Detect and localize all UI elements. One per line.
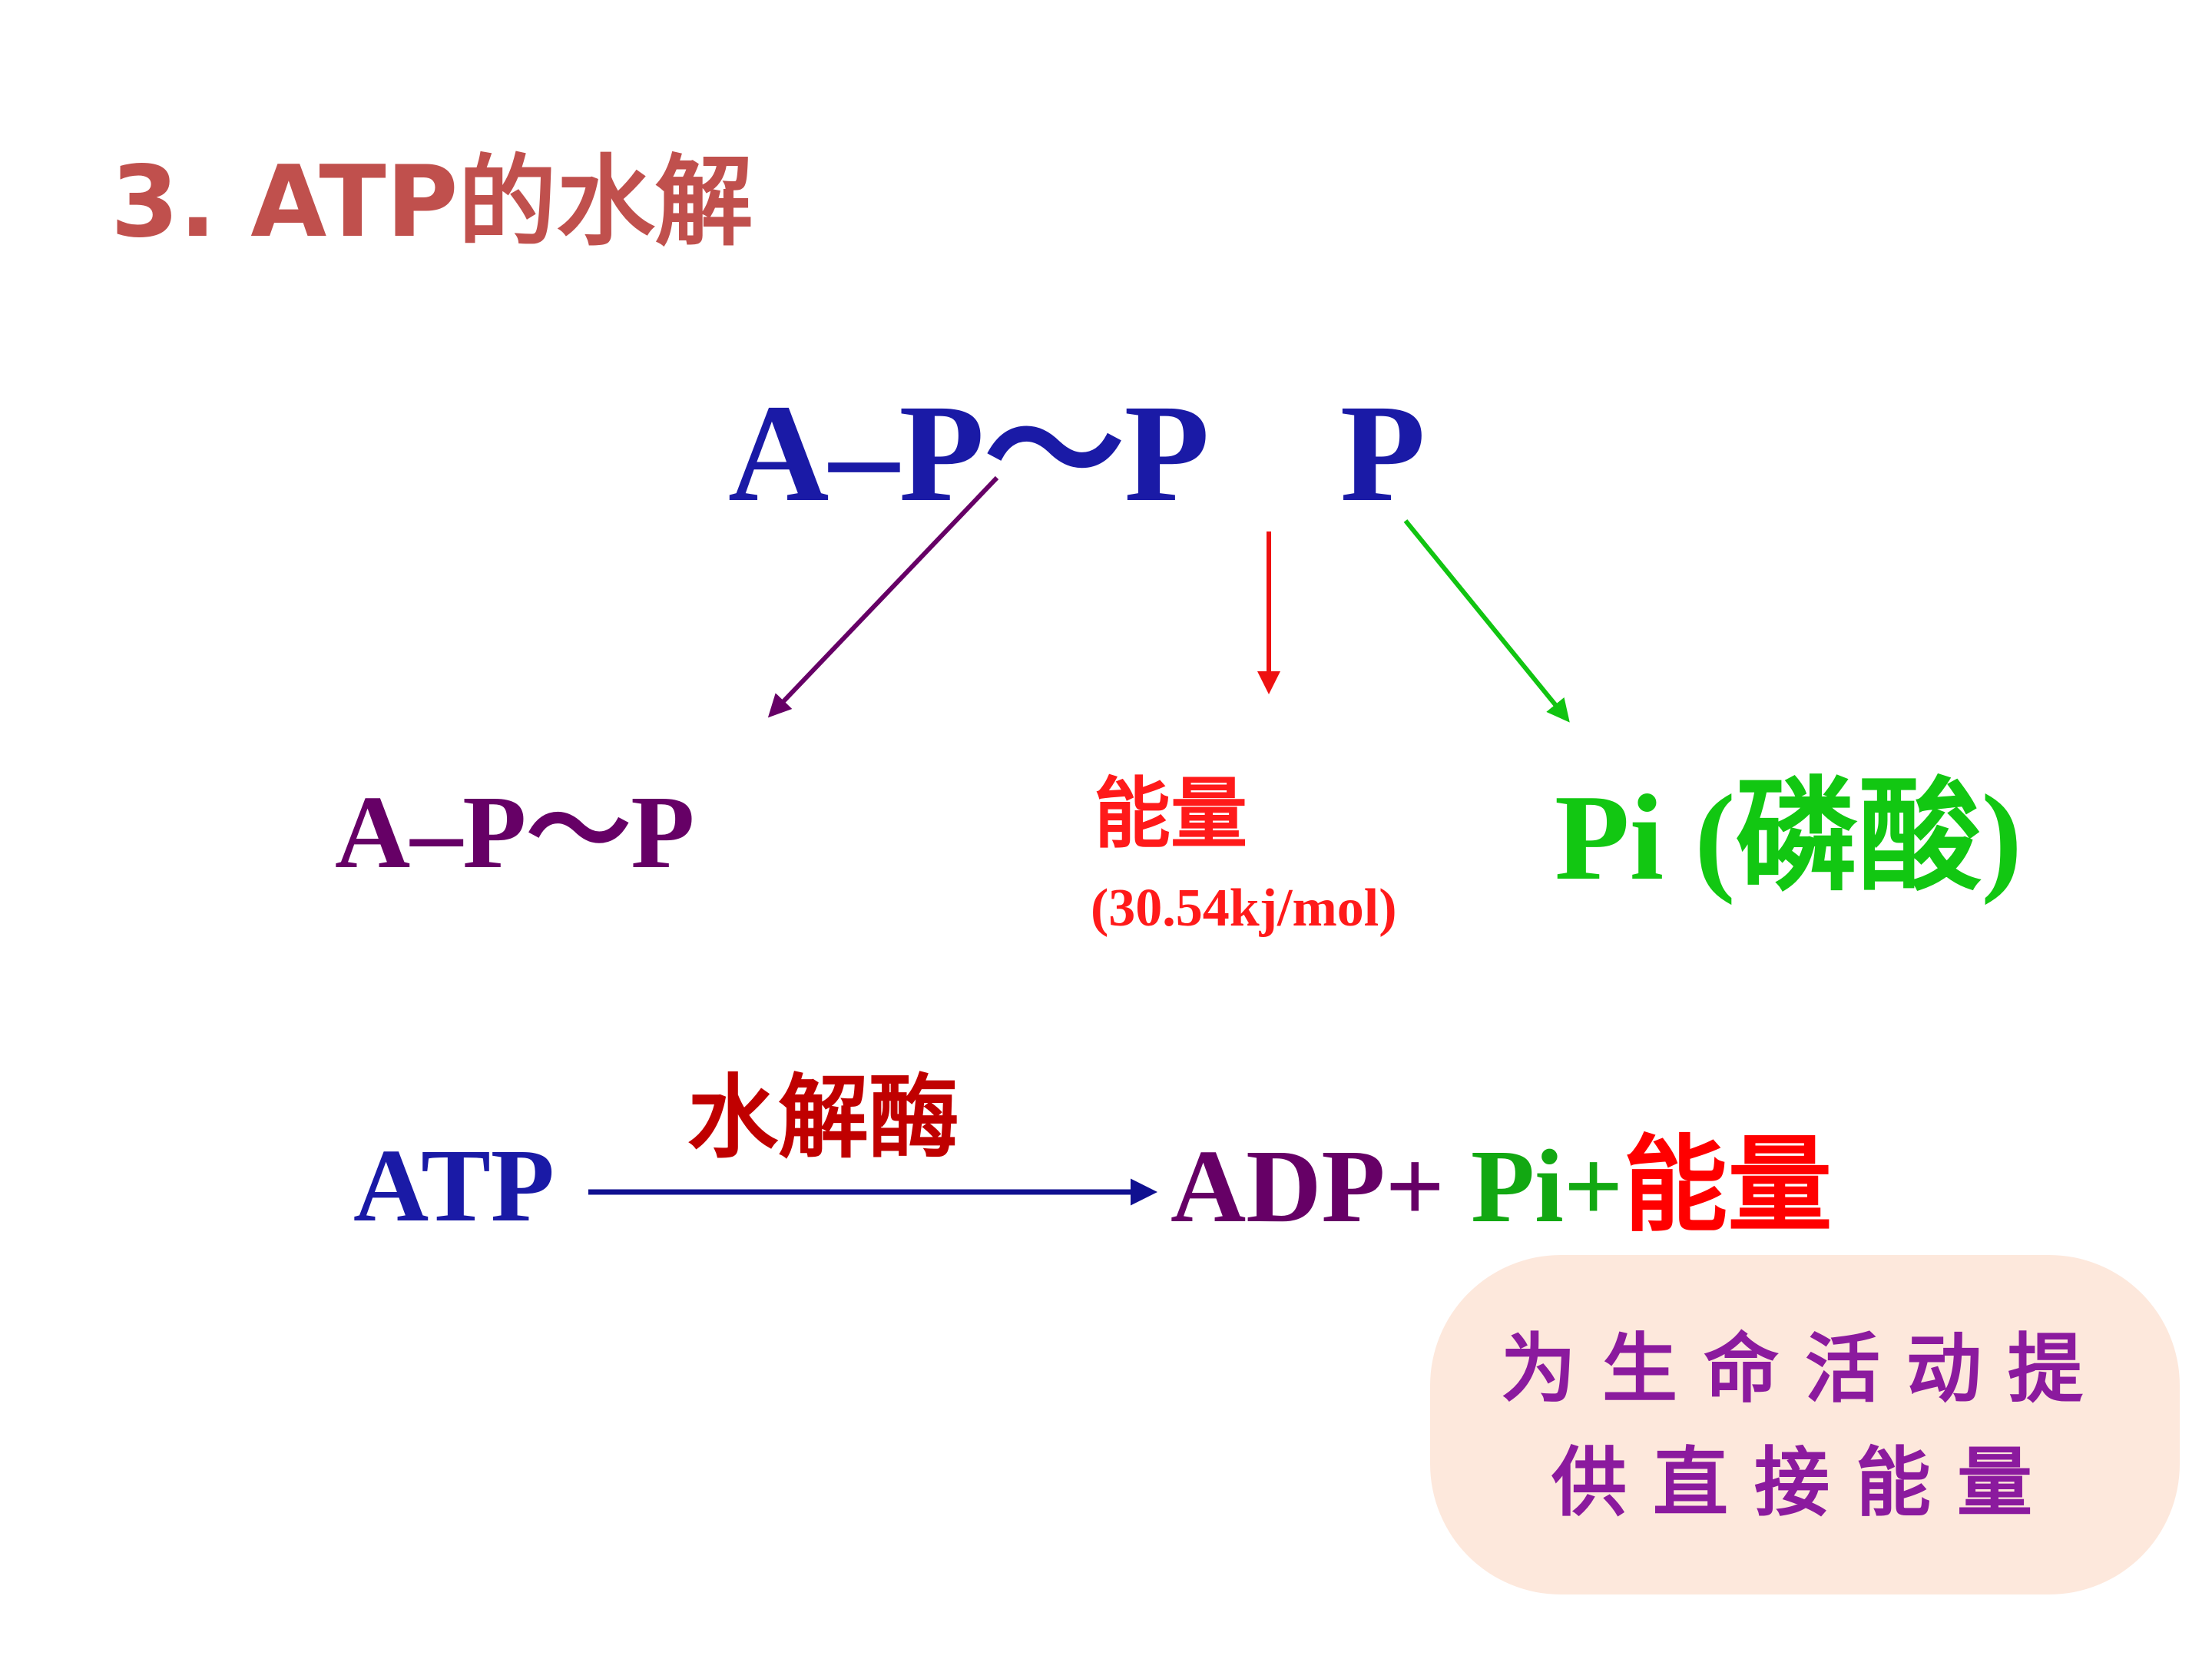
callout-line-2: 供直接能量 [1551, 1439, 2058, 1527]
equation-reactant: ATP [353, 1128, 555, 1243]
equation-products: ADP+ Pi+能量 [1171, 1134, 1832, 1239]
arrow-to-pi [1403, 519, 1570, 723]
equation-enzyme: 水解酶 [687, 1065, 960, 1171]
atp-formula-left: A–P～P [728, 376, 1210, 531]
energy-label: 能量 [1094, 769, 1247, 859]
equation-product-pi: Pi+ [1471, 1129, 1624, 1244]
callout-box: 为生命活动提 供直接能量 [1430, 1255, 2180, 1594]
arrow-to-adp [767, 475, 999, 718]
phosphate-label: Pi (磷酸) [1555, 769, 2022, 906]
equation-product-energy: 能量 [1623, 1125, 1833, 1247]
equation-product-adp: ADP+ [1171, 1129, 1445, 1244]
atp-formula-terminal-phosphate: P [1339, 376, 1426, 531]
adp-formula: A–P～P [335, 775, 695, 890]
callout-line-1: 为生命活动提 [1500, 1326, 2109, 1413]
slide-title: 3. ATP的水解 [111, 145, 753, 260]
energy-value: (30.54kj/mol) [1091, 879, 1397, 938]
